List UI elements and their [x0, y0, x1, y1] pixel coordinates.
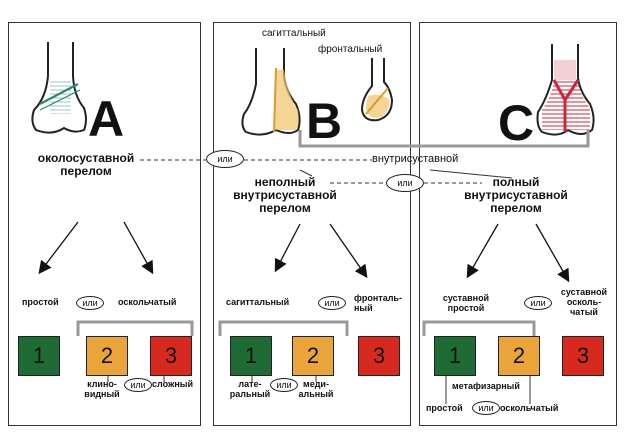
box-a2: 2	[86, 336, 128, 376]
box-c1: 1	[434, 336, 476, 376]
title-c: полный внутрисуставной перелом	[464, 175, 568, 216]
label-b-lateral: лате- ральный	[229, 379, 271, 399]
or-oval-bc: или	[386, 174, 424, 192]
letter-c: C	[498, 95, 535, 151]
label-sagittal-top: сагиттальный	[262, 28, 326, 39]
or-oval-a-sub2: или	[124, 378, 152, 392]
bone-b-sagittal-icon	[241, 48, 301, 136]
panel-b	[213, 22, 411, 426]
label-c-metaphyseal: метафизарный	[452, 381, 520, 391]
label-b-medial: меди- альный	[298, 379, 334, 399]
label-b-frontal: фронталь- ный	[354, 293, 402, 313]
panel-c	[419, 22, 617, 426]
box-b3: 3	[358, 336, 400, 376]
or-oval-c-sub2: или	[472, 401, 500, 415]
box-c3: 3	[562, 336, 604, 376]
letter-a: A	[88, 91, 125, 147]
or-oval-a: или	[206, 150, 244, 168]
box-a1: 1	[18, 336, 60, 376]
box-c2: 2	[498, 336, 540, 376]
or-oval-b-sub2: или	[270, 378, 298, 392]
label-a-wedge: клино- видный	[84, 379, 120, 399]
or-oval-b-sub: или	[318, 296, 346, 310]
label-frontal-top: фронтальный	[318, 44, 383, 55]
label-c-comminuted: суставной осколь- чатый	[560, 287, 608, 317]
label-c-sub-comminuted: оскольчатый	[500, 403, 559, 413]
panel-a	[8, 22, 201, 426]
or-oval-a-sub: или	[76, 296, 104, 310]
label-c-simple: суставной простой	[442, 293, 490, 313]
box-a3: 3	[150, 336, 192, 376]
label-intraarticular: внутрисуставной	[372, 153, 459, 165]
label-a-comminuted: оскольчатый	[118, 297, 177, 307]
label-c-sub-simple: простой	[426, 403, 463, 413]
box-b1: 1	[230, 336, 272, 376]
bone-a-icon	[31, 42, 87, 134]
title-a: околосуставной перелом	[37, 151, 135, 179]
label-a-simple: простой	[22, 297, 59, 307]
bone-c-icon	[536, 44, 595, 136]
or-oval-c-sub: или	[524, 296, 552, 310]
bone-b-frontal-icon	[360, 58, 394, 122]
bracket-intra	[298, 130, 590, 148]
label-b-sagittal: сагиттальный	[226, 297, 290, 307]
label-a-complex: сложный	[152, 379, 194, 389]
box-b2: 2	[292, 336, 334, 376]
letter-b: B	[306, 93, 343, 149]
title-b: неполный внутрисуставной перелом	[233, 175, 337, 216]
